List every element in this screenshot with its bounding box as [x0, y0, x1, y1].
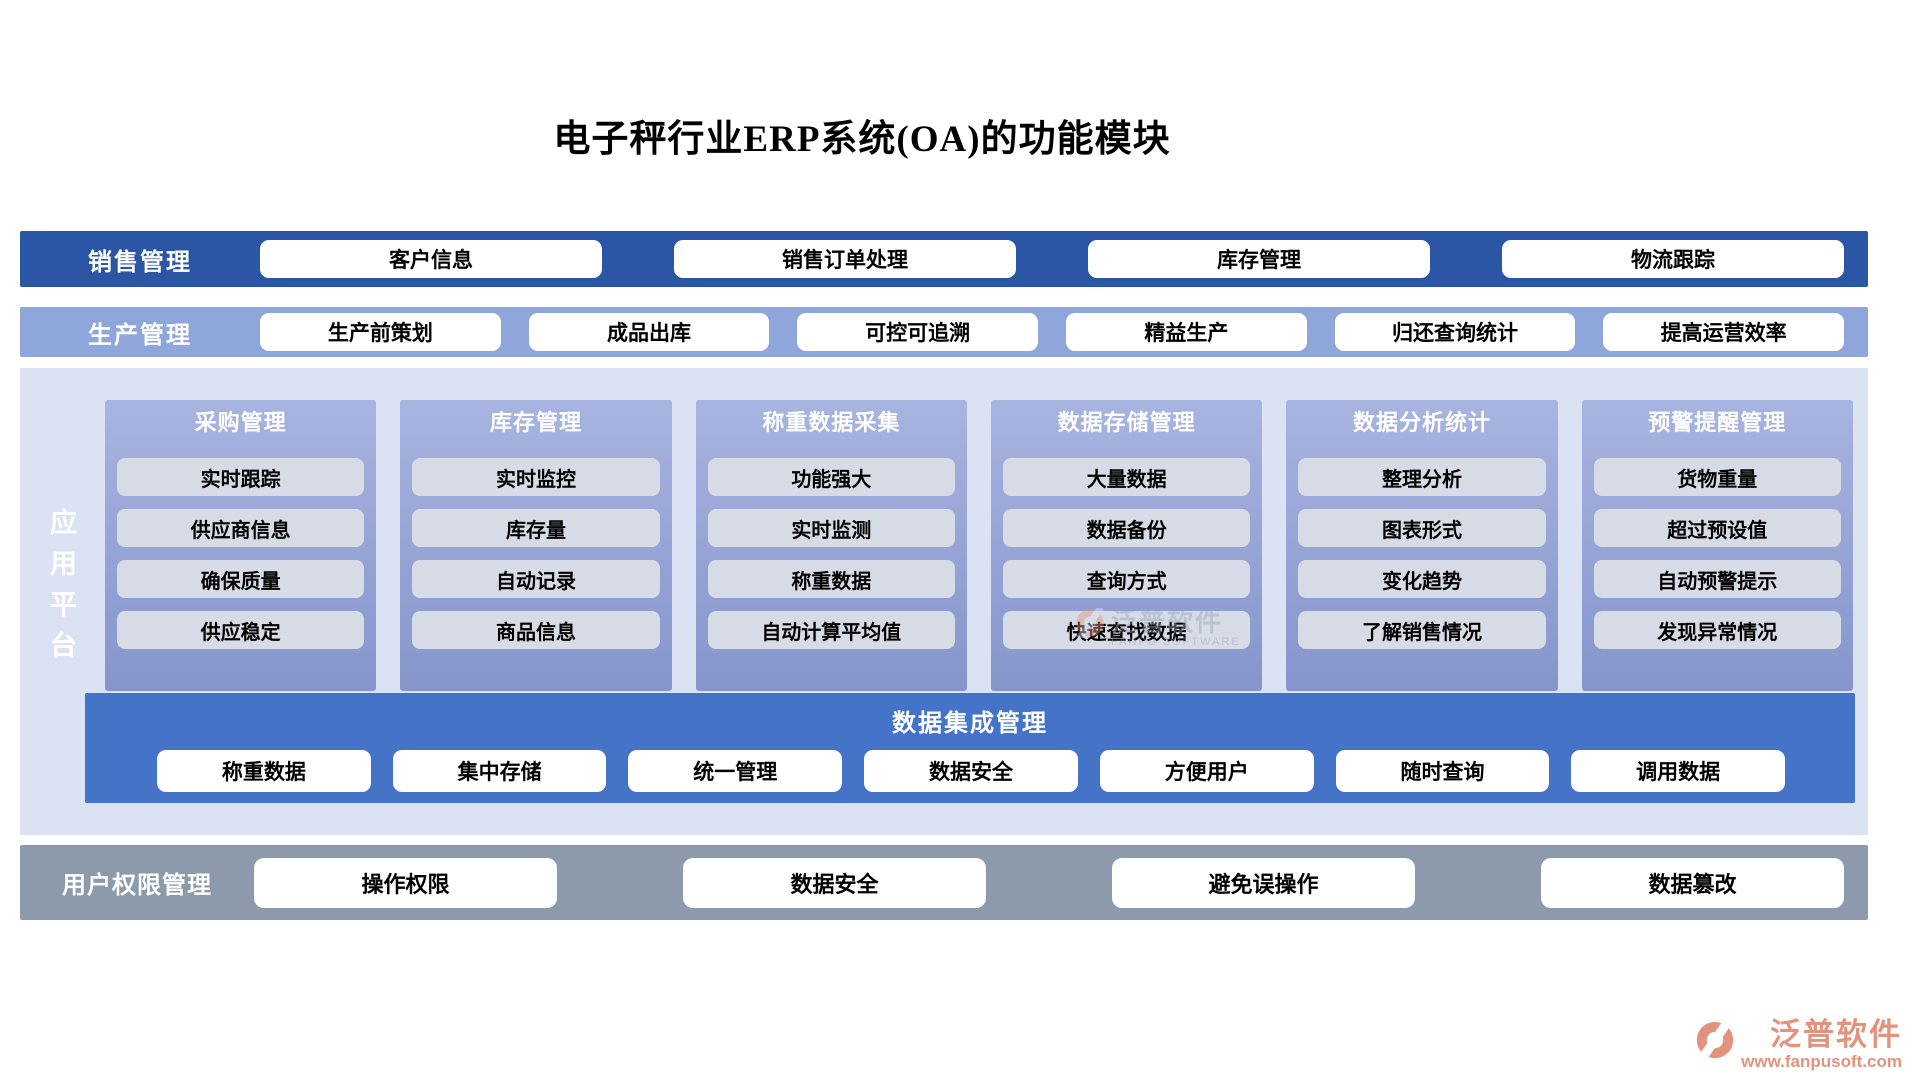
permission-button: 数据篡改	[1541, 857, 1844, 908]
column-item: 数据备份	[1002, 509, 1251, 547]
integration-title: 数据集成管理	[892, 710, 1048, 737]
platform-columns: 采购管理 实时跟踪 供应商信息 确保质量 供应稳定 库存管理 实时监控 库存量 …	[105, 400, 1853, 691]
column-title: 称重数据采集	[762, 410, 901, 435]
column-item: 大量数据	[1002, 458, 1251, 496]
column-item: 供应稳定	[117, 611, 365, 649]
sales-band-buttons: 客户信息 销售订单处理 库存管理 物流跟踪	[260, 240, 1868, 278]
column-item: 货物重量	[1593, 458, 1841, 496]
column-item: 商品信息	[412, 611, 660, 649]
column-item: 查询方式	[1002, 560, 1251, 598]
column-item: 超过预设值	[1593, 509, 1841, 547]
production-button: 归还查询统计	[1334, 313, 1576, 351]
production-band: 生产管理 生产前策划 成品出库 可控可追溯 精益生产 归还查询统计 提高运营效率	[20, 307, 1868, 357]
column-data-analysis: 数据分析统计 整理分析 图表形式 变化趋势 了解销售情况	[1286, 400, 1558, 691]
sales-button: 客户信息	[260, 240, 602, 278]
column-item: 自动计算平均值	[707, 611, 955, 649]
column-item: 供应商信息	[117, 509, 365, 547]
production-button: 生产前策划	[260, 313, 501, 351]
sales-button: 库存管理	[1088, 240, 1430, 278]
production-button: 成品出库	[528, 313, 770, 351]
column-item: 功能强大	[707, 458, 955, 496]
sales-band-label: 销售管理	[88, 248, 192, 276]
sales-button: 销售订单处理	[674, 240, 1016, 278]
watermark-brand-text: 泛普软件	[1111, 607, 1224, 637]
fanpu-logo-icon	[1695, 1016, 1735, 1064]
integration-buttons: 称重数据 集中存储 统一管理 数据安全 方便用户 随时查询 调用数据	[85, 738, 1855, 792]
column-item: 变化趋势	[1298, 560, 1546, 598]
production-band-buttons: 生产前策划 成品出库 可控可追溯 精益生产 归还查询统计 提高运营效率	[260, 313, 1868, 351]
sales-button: 物流跟踪	[1502, 240, 1844, 278]
column-item: 整理分析	[1298, 458, 1546, 496]
column-item: 称重数据	[707, 560, 955, 598]
column-alert-management: 预警提醒管理 货物重量 超过预设值 自动预警提示 发现异常情况	[1581, 400, 1853, 691]
application-platform-section: 应用平台 采购管理 实时跟踪 供应商信息 确保质量 供应稳定 库存管理 实时监控…	[20, 368, 1868, 835]
column-item: 确保质量	[117, 560, 365, 598]
column-inventory: 库存管理 实时监控 库存量 自动记录 商品信息	[400, 400, 672, 691]
column-procurement: 采购管理 实时跟踪 供应商信息 确保质量 供应稳定	[105, 400, 377, 691]
column-title: 采购管理	[194, 410, 287, 435]
column-title: 库存管理	[489, 410, 582, 435]
integration-button: 称重数据	[157, 750, 371, 792]
column-item: 自动记录	[412, 560, 660, 598]
production-button: 精益生产	[1066, 313, 1307, 351]
fanpu-brand: 泛普软件 www.fanpusoft.com	[1695, 1016, 1902, 1072]
column-item: 库存量	[412, 509, 660, 547]
integration-button: 方便用户	[1099, 750, 1314, 792]
permission-button: 避免误操作	[1112, 857, 1415, 908]
fanpu-logo-icon	[1075, 605, 1105, 641]
permission-band: 用户权限管理 操作权限 数据安全 避免误操作 数据篡改	[20, 845, 1868, 920]
integration-button: 调用数据	[1571, 750, 1786, 792]
diagram-title: 电子秤行业ERP系统(OA)的功能模块	[553, 119, 1171, 160]
column-title: 预警提醒管理	[1648, 410, 1787, 435]
center-watermark: 泛普软件 FANPU SOFTWARE	[1075, 605, 1241, 648]
permission-button: 操作权限	[254, 857, 557, 908]
column-item: 快速查找数据	[1002, 611, 1251, 649]
permission-band-buttons: 操作权限 数据安全 避免误操作 数据篡改	[254, 857, 1868, 908]
integration-button: 数据安全	[864, 750, 1078, 792]
column-item: 实时监控	[412, 458, 660, 496]
production-button: 提高运营效率	[1603, 313, 1845, 351]
column-item: 图表形式	[1298, 509, 1546, 547]
sales-band: 销售管理 客户信息 销售订单处理 库存管理 物流跟踪	[20, 231, 1868, 287]
integration-button: 集中存储	[392, 750, 607, 792]
column-item: 了解销售情况	[1298, 611, 1546, 649]
column-item: 自动预警提示	[1593, 560, 1841, 598]
column-item: 实时跟踪	[117, 458, 365, 496]
column-item: 发现异常情况	[1593, 611, 1841, 649]
production-band-label: 生产管理	[88, 321, 192, 349]
column-title: 数据存储管理	[1057, 410, 1196, 435]
column-data-storage: 数据存储管理 大量数据 数据备份 查询方式 快速查找数据	[990, 400, 1263, 691]
watermark-brand-en-text: FANPU SOFTWARE	[1111, 636, 1241, 648]
brand-name: 泛普软件	[1770, 1017, 1902, 1052]
production-button: 可控可追溯	[797, 313, 1039, 351]
data-integration-bar: 数据集成管理 称重数据 集中存储 统一管理 数据安全 方便用户 随时查询 调用数…	[85, 693, 1855, 803]
permission-button: 数据安全	[683, 857, 986, 908]
integration-button: 随时查询	[1335, 750, 1550, 792]
platform-vertical-label: 应用平台	[46, 508, 76, 672]
integration-button: 统一管理	[628, 750, 843, 792]
column-weighing-data: 称重数据采集 功能强大 实时监测 称重数据 自动计算平均值	[695, 400, 967, 691]
column-item: 实时监测	[707, 509, 955, 547]
brand-url: www.fanpusoft.com	[1741, 1052, 1902, 1071]
permission-band-label: 用户权限管理	[62, 872, 212, 899]
column-title: 数据分析统计	[1352, 410, 1491, 435]
